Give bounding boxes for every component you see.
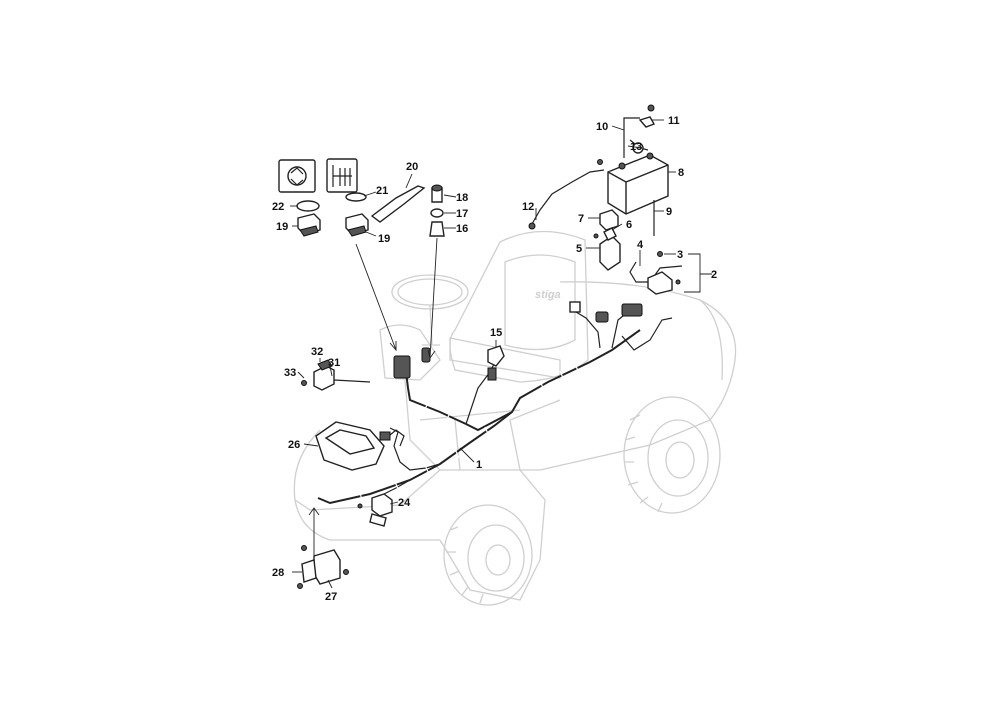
battery-cables — [528, 104, 683, 283]
callout-33: 33 — [284, 367, 296, 379]
callout-32: 32 — [311, 346, 323, 358]
callout-28: 28 — [272, 567, 284, 579]
leader-lines — [290, 119, 712, 589]
callout-19-left: 19 — [276, 221, 288, 233]
callout-4: 4 — [637, 239, 644, 251]
callout-18: 18 — [456, 192, 468, 204]
callout-3: 3 — [677, 249, 683, 261]
tractor-outline: stiga — [293, 230, 737, 606]
callout-11: 11 — [668, 115, 680, 127]
callout-27: 27 — [325, 591, 337, 603]
callout-12: 12 — [522, 201, 534, 213]
headlight — [297, 545, 349, 589]
ignition-parts — [427, 184, 445, 360]
relay-parts — [593, 209, 681, 295]
callout-2: 2 — [711, 269, 717, 281]
seat-switch — [487, 345, 505, 381]
callout-20: 20 — [406, 161, 418, 173]
callout-15: 15 — [490, 327, 502, 339]
callout-10: 10 — [596, 121, 608, 133]
callout-31: 31 — [328, 357, 340, 369]
solenoid — [599, 209, 619, 231]
callout-17: 17 — [456, 208, 468, 220]
callout-26: 26 — [288, 439, 300, 451]
callout-labels: 1 2 3 4 5 6 7 8 9 10 11 12 13 15 16 17 1… — [272, 115, 717, 603]
callout-7: 7 — [578, 213, 584, 225]
brand-logo: stiga — [535, 289, 561, 301]
callout-21: 21 — [376, 185, 388, 197]
main-wiring-harness — [317, 301, 673, 505]
control-buttons — [278, 158, 426, 352]
callout-13: 13 — [630, 141, 642, 153]
callout-5: 5 — [576, 243, 582, 255]
callout-6: 6 — [626, 219, 632, 231]
relay-24 — [308, 493, 393, 575]
callout-9: 9 — [666, 206, 672, 218]
callout-8: 8 — [678, 167, 684, 179]
callout-24: 24 — [398, 497, 411, 509]
callout-22: 22 — [272, 201, 284, 213]
callout-1: 1 — [476, 459, 482, 471]
callout-16: 16 — [456, 223, 468, 235]
diode-parts — [301, 359, 371, 391]
callout-19-right: 19 — [378, 233, 390, 245]
battery — [607, 152, 669, 215]
fuse-box — [315, 421, 405, 471]
